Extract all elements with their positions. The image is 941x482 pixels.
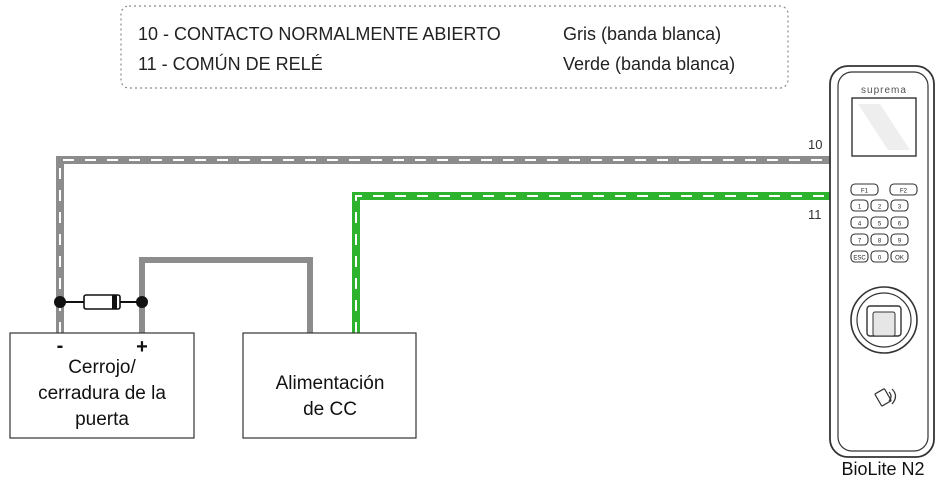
power-label-line-2: de CC xyxy=(303,399,357,420)
key-ok xyxy=(890,250,909,263)
legend-row-11-color: Verde (banda blanca) xyxy=(563,54,735,74)
rfid-card-icon xyxy=(874,388,897,407)
legend-row-10-color: Gris (banda blanca) xyxy=(563,24,721,44)
key-label-7: 7 xyxy=(858,239,862,245)
key-8 xyxy=(870,233,889,246)
wire-10-number: 10 xyxy=(808,137,822,152)
key-3 xyxy=(890,199,909,212)
key-esc xyxy=(850,250,869,263)
legend-box xyxy=(120,5,789,89)
key-f2 xyxy=(889,183,918,196)
key-label-f1: F1 xyxy=(861,189,869,195)
legend: 10 - CONTACTO NORMALMENTE ABIERTO Gris (… xyxy=(120,5,789,89)
dc-power-supply: Alimentación de CC xyxy=(242,332,417,439)
door-lock-box xyxy=(9,332,195,439)
door-lock: - + Cerrojo/ cerradura de la puerta xyxy=(9,332,195,439)
key-1 xyxy=(850,199,869,212)
legend-row-10-label: 10 - CONTACTO NORMALMENTE ABIERTO xyxy=(138,24,501,44)
wire-11-number: 11 xyxy=(808,207,822,222)
lock-plus-to-power-wire xyxy=(139,257,313,333)
device-brand-logo: suprema xyxy=(861,85,907,96)
key-label-0: 0 xyxy=(878,256,882,262)
lock-label-line-2: cerradura de la xyxy=(38,383,166,404)
key-label-4: 4 xyxy=(858,222,862,228)
wire-11: 11 xyxy=(352,192,845,333)
key-label-5: 5 xyxy=(878,222,882,228)
key-label-6: 6 xyxy=(898,222,902,228)
fingerprint-sensor-icon xyxy=(850,286,918,354)
key-0 xyxy=(870,250,889,263)
key-4 xyxy=(850,216,869,229)
key-6 xyxy=(890,216,909,229)
key-label-9: 9 xyxy=(898,239,902,245)
key-label-f2: F2 xyxy=(900,189,908,195)
key-label-2: 2 xyxy=(878,205,882,211)
key-9 xyxy=(890,233,909,246)
lock-label-line-3: puerta xyxy=(75,409,129,430)
device-inner-body xyxy=(837,71,929,452)
key-label-3: 3 xyxy=(898,205,902,211)
lock-label-line-1: Cerrojo/ xyxy=(68,357,136,378)
lock-minus-terminal: - xyxy=(57,335,64,357)
legend-row-11-label: 11 - COMÚN DE RELÉ xyxy=(138,53,323,74)
wire-10: 10 xyxy=(56,137,845,333)
power-label-line-1: Alimentación xyxy=(276,373,385,394)
key-label-ok: OK xyxy=(895,256,904,262)
lock-plus-terminal: + xyxy=(136,336,148,358)
diode xyxy=(54,294,148,310)
key-label-8: 8 xyxy=(878,239,882,245)
key-label-1: 1 xyxy=(858,205,862,211)
key-2 xyxy=(870,199,889,212)
power-supply-box xyxy=(242,332,417,439)
device-name-label: BioLite N2 xyxy=(841,459,924,479)
key-5 xyxy=(870,216,889,229)
key-label-esc: ESC xyxy=(853,256,866,262)
key-7 xyxy=(850,233,869,246)
key-f1 xyxy=(850,183,879,196)
